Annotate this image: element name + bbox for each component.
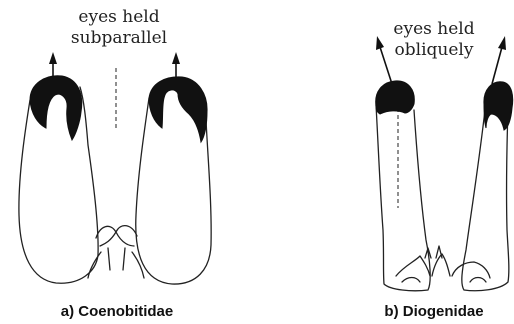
- panel-b-annotation-line1: eyes held: [393, 19, 474, 39]
- panel-a-annotation-line1: eyes held: [78, 7, 159, 27]
- panel-b-left-arrow: [376, 36, 392, 84]
- panel-b-right-arrow: [492, 36, 506, 84]
- panel-a: eyes held subparallel: [19, 7, 211, 320]
- panel-a-annotation-line2: subparallel: [71, 28, 167, 48]
- panel-a-caption: a) Coenobitidae: [61, 303, 174, 320]
- panel-a-right-eyestalk: [136, 77, 211, 284]
- panel-a-left-eyestalk: [19, 76, 98, 283]
- panel-b-right-eye: [484, 82, 513, 130]
- panel-a-left-eye: [30, 76, 82, 140]
- panel-b: eyes held obliquely: [376, 19, 513, 320]
- panel-b-ocular-scales: [396, 246, 490, 282]
- panel-b-annotation-line2: obliquely: [395, 40, 474, 60]
- panel-a-ocular-scales: [88, 226, 144, 278]
- panel-a-right-eye: [149, 77, 207, 142]
- panel-b-caption: b) Diogenidae: [384, 303, 483, 320]
- panel-b-left-eye: [376, 81, 415, 114]
- panel-b-right-eyestalk: [462, 82, 513, 291]
